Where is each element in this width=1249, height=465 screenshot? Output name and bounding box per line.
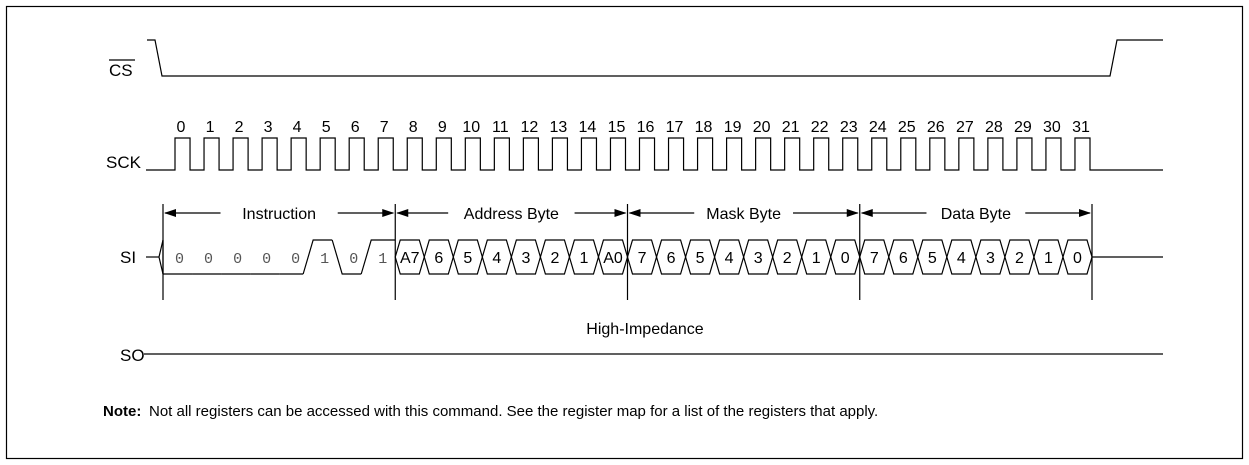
arrowhead-left bbox=[396, 209, 409, 217]
clock-number: 18 bbox=[695, 119, 713, 136]
clock-number: 13 bbox=[550, 119, 568, 136]
arrowhead-left bbox=[628, 209, 641, 217]
note-label: Note: bbox=[103, 403, 141, 420]
si-bit-level bbox=[360, 239, 396, 275]
si-bit-value: 7 bbox=[638, 250, 647, 267]
si-bit-value: 1 bbox=[378, 251, 387, 268]
si-bit-value: 0 bbox=[175, 251, 184, 268]
clock-number: 11 bbox=[492, 119, 509, 136]
si-bit-value: 0 bbox=[262, 251, 271, 268]
clock-number: 3 bbox=[264, 119, 273, 136]
si-bit-value: 2 bbox=[550, 250, 559, 267]
clock-number: 14 bbox=[579, 119, 597, 136]
segment-label: Mask Byte bbox=[706, 206, 781, 223]
arrowhead-right bbox=[1079, 209, 1091, 217]
clock-number: 15 bbox=[608, 119, 626, 136]
si-bit-value: A0 bbox=[603, 250, 623, 267]
si-bit-value: 1 bbox=[1044, 250, 1053, 267]
si-bit-value: 0 bbox=[233, 251, 242, 268]
clock-number: 6 bbox=[351, 119, 360, 136]
si-bit-value: 7 bbox=[870, 250, 879, 267]
clock-number: 5 bbox=[322, 119, 331, 136]
si-bit-value: 5 bbox=[696, 250, 705, 267]
clock-number: 21 bbox=[782, 119, 800, 136]
clock-number: 29 bbox=[1014, 119, 1032, 136]
arrowhead-left bbox=[164, 209, 176, 217]
cs-label: CS bbox=[109, 61, 133, 80]
si-bit-value: 2 bbox=[783, 250, 792, 267]
segment-label: Data Byte bbox=[941, 206, 1011, 223]
clock-number: 27 bbox=[956, 119, 974, 136]
si-bit-value: 6 bbox=[434, 250, 443, 267]
sck-waveform bbox=[146, 137, 1163, 171]
clock-number: 25 bbox=[898, 119, 916, 136]
clock-number: 16 bbox=[637, 119, 655, 136]
si-waveform: 0 0 0 0 0 1 0 1 A7 6 5 4 3 2 1 A0 7 6 5 4 3 2 1 0 7 6 5 4 3 2 1 0 bbox=[146, 239, 1163, 275]
sck-label: SCK bbox=[106, 153, 142, 172]
si-bit-value: 0 bbox=[349, 251, 358, 268]
arrowhead-right bbox=[614, 209, 627, 217]
si-bit-value: 3 bbox=[521, 250, 530, 267]
si-bit-value: 0 bbox=[841, 250, 850, 267]
clock-number: 0 bbox=[177, 119, 186, 136]
si-segments: Instruction Address Byte Mask Byte Data Byt… bbox=[162, 204, 1093, 300]
si-bit-value: 4 bbox=[725, 250, 734, 267]
clock-number: 17 bbox=[666, 119, 684, 136]
clock-number: 24 bbox=[869, 119, 887, 136]
arrowhead-right bbox=[846, 209, 859, 217]
clock-number: 9 bbox=[438, 119, 447, 136]
si-label: SI bbox=[120, 248, 136, 267]
si-bit-value: 6 bbox=[899, 250, 908, 267]
si-start-edge bbox=[158, 239, 164, 275]
so-label: SO bbox=[120, 346, 145, 365]
si-bit-value: 1 bbox=[320, 251, 329, 268]
cs-waveform bbox=[147, 39, 1163, 77]
si-bit-value: 2 bbox=[1015, 250, 1024, 267]
si-bit-value: 1 bbox=[580, 250, 589, 267]
clock-number: 20 bbox=[753, 119, 771, 136]
si-bit-value: A7 bbox=[400, 250, 420, 267]
clock-number: 8 bbox=[409, 119, 418, 136]
diagram-frame bbox=[5, 5, 1244, 460]
clock-number: 7 bbox=[380, 119, 389, 136]
segment-label: Instruction bbox=[242, 206, 316, 223]
clock-number: 10 bbox=[462, 119, 480, 136]
clock-number: 22 bbox=[811, 119, 829, 136]
si-bit-value: 5 bbox=[928, 250, 937, 267]
si-bit-level bbox=[331, 239, 362, 275]
si-bit-value: 4 bbox=[957, 250, 966, 267]
clock-number: 19 bbox=[724, 119, 742, 136]
clock-number: 1 bbox=[206, 119, 215, 136]
arrowhead-left bbox=[860, 209, 873, 217]
clock-number: 12 bbox=[520, 119, 538, 136]
clock-number: 28 bbox=[985, 119, 1003, 136]
clock-number: 31 bbox=[1072, 119, 1090, 136]
si-bit-value: 0 bbox=[291, 251, 300, 268]
si-bit-value: 0 bbox=[1073, 250, 1082, 267]
clock-number: 23 bbox=[840, 119, 858, 136]
sck-pulses bbox=[146, 137, 1163, 171]
so-state-label: High-Impedance bbox=[586, 321, 704, 338]
segment-label: Address Byte bbox=[464, 206, 559, 223]
si-bit-value: 5 bbox=[463, 250, 472, 267]
si-bit-value: 6 bbox=[667, 250, 676, 267]
si-bit-value: 3 bbox=[754, 250, 763, 267]
si-bit-value: 4 bbox=[492, 250, 501, 267]
note-text: Not all registers can be accessed with t… bbox=[149, 403, 878, 420]
clock-number: 30 bbox=[1043, 119, 1061, 136]
clock-number: 2 bbox=[235, 119, 244, 136]
si-bit-value: 0 bbox=[204, 251, 213, 268]
si-bit-level bbox=[302, 239, 333, 275]
si-bit-value: 1 bbox=[812, 250, 821, 267]
clock-number: 4 bbox=[293, 119, 302, 136]
clock-number: 26 bbox=[927, 119, 945, 136]
si-bit-value: 3 bbox=[986, 250, 995, 267]
arrowhead-right bbox=[382, 209, 395, 217]
